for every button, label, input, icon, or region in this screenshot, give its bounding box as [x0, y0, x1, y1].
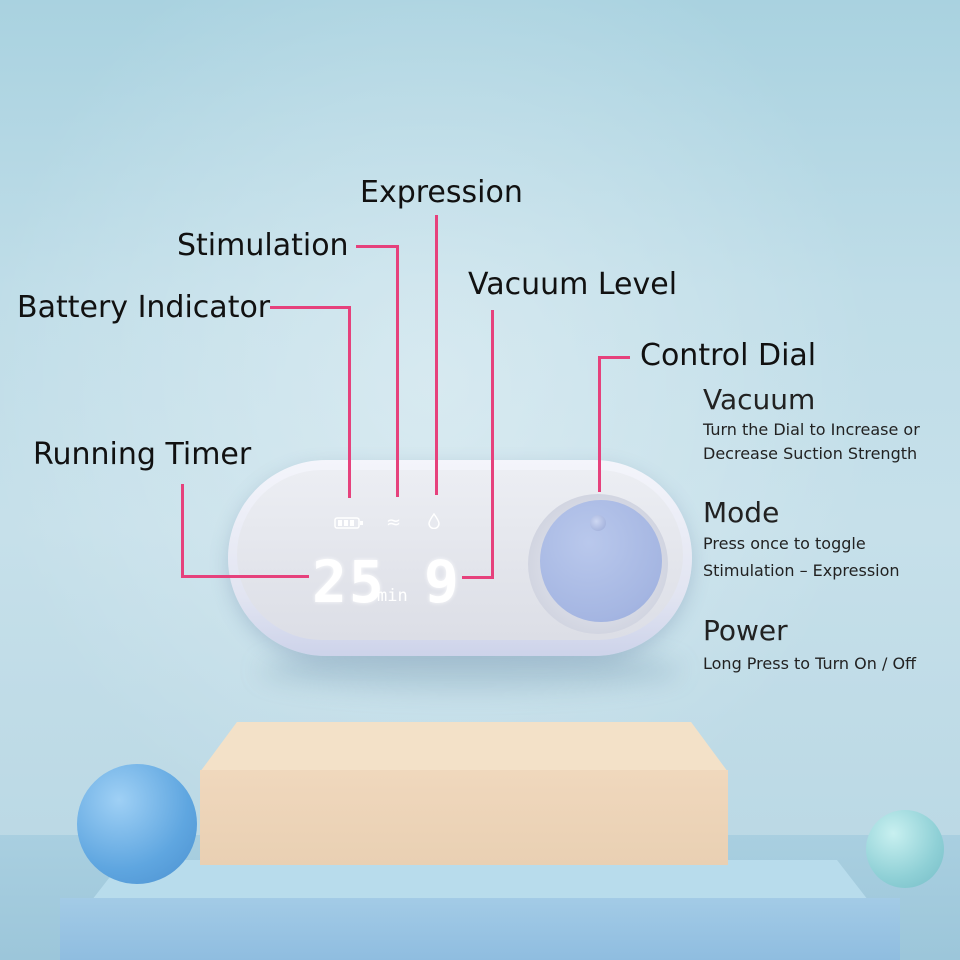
- label-stimulation: Stimulation: [177, 228, 349, 263]
- callout-line-battery: [270, 306, 350, 309]
- power-desc-line1: Long Press to Turn On / Off: [703, 654, 917, 673]
- vacuum-desc-line2: Decrease Suction Strength: [703, 444, 918, 463]
- callout-line-control-dial: [598, 356, 601, 492]
- vacuum-desc-line1: Turn the Dial to Increase or: [703, 420, 920, 439]
- battery-icon: [334, 517, 363, 529]
- wave-icon: ≈: [386, 512, 402, 533]
- podium-box-top: [200, 722, 728, 772]
- dial-indicator-dot: [590, 515, 606, 531]
- callout-line-vacuum-level: [491, 310, 494, 578]
- callout-line-expression: [435, 215, 438, 495]
- podium-box-front: [200, 770, 728, 865]
- teal-sphere: [866, 810, 944, 888]
- mode-heading: Mode: [703, 496, 780, 529]
- power-heading: Power: [703, 614, 788, 647]
- callout-line-battery: [348, 306, 351, 498]
- callout-line-control-dial: [598, 356, 630, 359]
- mode-desc-line1: Press once to toggle: [703, 534, 866, 553]
- label-control-dial: Control Dial: [640, 338, 817, 373]
- label-vacuum-level: Vacuum Level: [468, 267, 678, 302]
- callout-line-stimulation: [356, 245, 398, 248]
- callout-line-timer: [181, 484, 184, 578]
- mode-desc-line2: Stimulation – Expression: [703, 561, 900, 580]
- device-shadow: [260, 650, 680, 690]
- callout-line-vacuum-level: [462, 576, 494, 579]
- label-battery-indicator: Battery Indicator: [17, 290, 271, 325]
- podium-base-top: [92, 860, 868, 900]
- blue-sphere: [77, 764, 197, 884]
- timer-unit: min: [377, 586, 408, 606]
- podium-base-front: [60, 898, 900, 960]
- label-running-timer: Running Timer: [33, 437, 252, 472]
- timer-display: 25: [312, 548, 386, 616]
- vacuum-heading: Vacuum: [703, 383, 816, 416]
- droplet-icon: [428, 513, 440, 529]
- callout-line-stimulation: [396, 245, 399, 497]
- callout-line-timer: [181, 575, 309, 578]
- label-expression: Expression: [360, 175, 523, 210]
- vacuum-level-display: 9: [424, 548, 459, 616]
